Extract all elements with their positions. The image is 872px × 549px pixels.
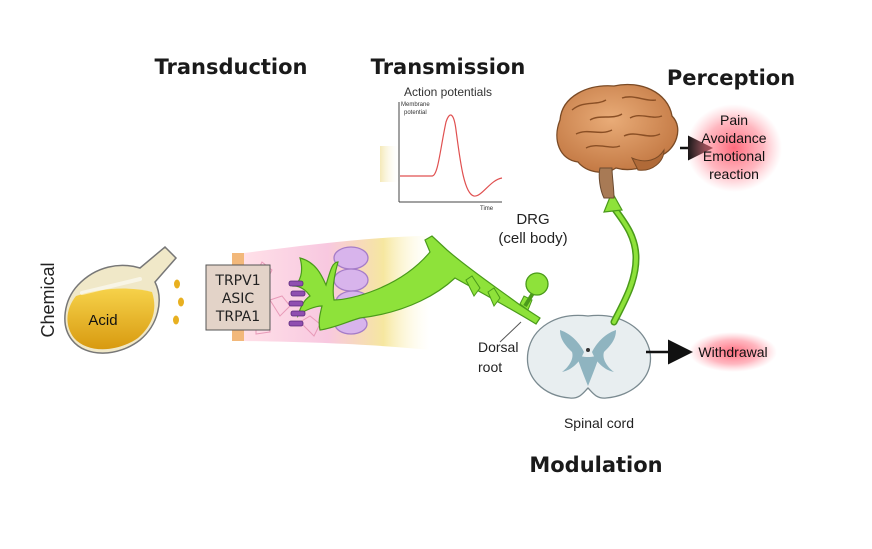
withdrawal-label: Withdrawal (698, 344, 767, 360)
heading-perception: Perception (667, 66, 795, 90)
receptor-asic: ASIC (222, 291, 255, 307)
ascending-arrowhead (603, 190, 623, 213)
heading-transduction: Transduction (154, 55, 307, 79)
perception-reaction: reaction (709, 166, 759, 182)
perception-emotional: Emotional (703, 148, 765, 164)
acid-drops (173, 279, 184, 325)
ap-y-label-2: potential (404, 110, 427, 116)
chemical-label: Chemical (38, 262, 58, 337)
receptor-trpa1: TRPA1 (215, 309, 260, 325)
acid-flask: Acid (64, 245, 178, 354)
receptor-trpv1: TRPV1 (214, 273, 260, 289)
dorsal-root-sublabel: root (478, 359, 502, 375)
receptor-channels (288, 280, 306, 327)
ap-y-label-1: Membrane (401, 102, 430, 108)
dorsal-root-pointer (499, 321, 522, 343)
ap-x-label: Time (480, 206, 494, 212)
heading-modulation: Modulation (529, 453, 662, 477)
receptor-box (205, 264, 271, 331)
heading-transmission: Transmission (371, 55, 526, 79)
ascending-pathway-fill (612, 206, 639, 324)
action-potential-inset (380, 102, 503, 203)
acid-label: Acid (88, 312, 117, 329)
perception-avoidance: Avoidance (701, 130, 766, 146)
drg-label: DRG (516, 211, 549, 228)
drg-sublabel: (cell body) (498, 230, 567, 247)
perception-glow (686, 104, 782, 192)
withdrawal-glow (689, 332, 777, 372)
ap-title: Action potentials (404, 85, 492, 99)
drg-cell-body (525, 272, 549, 296)
brain (556, 83, 679, 199)
dorsal-root-label: Dorsal (478, 339, 518, 355)
perception-pain: Pain (720, 112, 748, 128)
spinal-cord (526, 314, 652, 399)
spinal-cord-label: Spinal cord (564, 415, 634, 431)
